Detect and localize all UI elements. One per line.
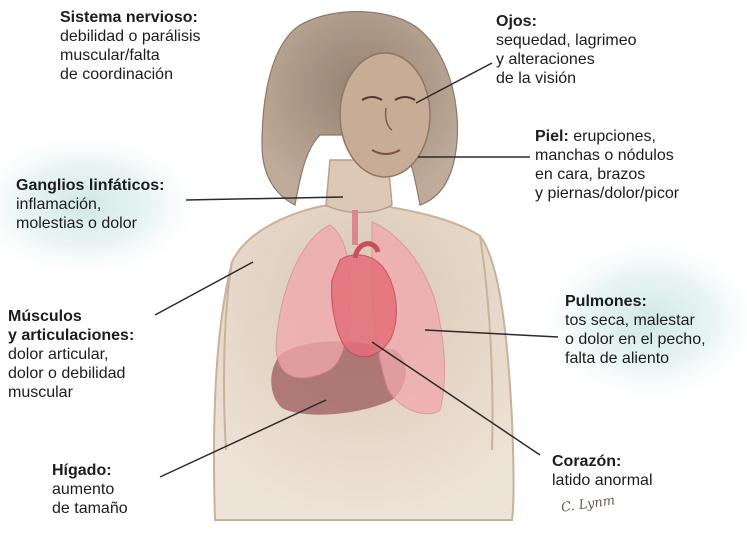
label-line: y piernas/dolor/picor	[535, 185, 680, 202]
label-heart: Corazón: latido anormal	[552, 452, 653, 490]
label-line: aumento	[52, 481, 115, 498]
label-line: de la visión	[496, 70, 577, 87]
leader-line-lymph	[185, 196, 344, 201]
label-lungs: Pulmones: tos seca, malestar o dolor en …	[565, 292, 706, 368]
label-line: o dolor en el pecho,	[565, 331, 706, 348]
label-line: y alteraciones	[496, 51, 595, 68]
label-line: dolor o debilidad	[8, 365, 126, 382]
label-line: inflamación,	[16, 196, 102, 213]
label-line: muscular/falta	[60, 47, 160, 64]
label-muscles-joints: Músculos y articulaciones: dolor articul…	[8, 307, 134, 402]
label-line: debilidad o parálisis	[60, 28, 201, 45]
leader-line-liver	[159, 399, 327, 478]
label-line: muscular	[8, 384, 73, 401]
label-title: Músculos	[8, 308, 82, 325]
left-arm-contour	[223, 261, 233, 451]
label-line: sequedad, lagrimeo	[496, 32, 637, 49]
label-line: molestias o dolor	[16, 215, 137, 232]
label-lymph-nodes: Ganglios linfáticos: inflamación, molest…	[16, 176, 164, 233]
label-line: dolor articular,	[8, 346, 109, 363]
nose	[384, 107, 393, 131]
label-line: erupciones,	[568, 128, 656, 145]
label-title: Piel:	[535, 128, 569, 145]
lungs-glow	[535, 235, 747, 405]
label-liver: Hígado: aumento de tamaño	[52, 461, 128, 518]
label-skin: Piel: erupciones, manchas o nódulos en c…	[535, 127, 679, 203]
label-title: Hígado:	[52, 462, 112, 479]
label-line: de tamaño	[52, 500, 128, 517]
label-line: latido anormal	[552, 472, 653, 489]
label-title: Ojos:	[496, 13, 537, 30]
label-title: Ganglios linfáticos:	[16, 177, 165, 194]
label-line: en cara, brazos	[535, 166, 646, 183]
label-title: y articulaciones:	[8, 327, 135, 344]
heart-organ	[330, 254, 397, 358]
label-eyes: Ojos: sequedad, lagrimeo y alteraciones …	[496, 12, 637, 88]
label-title: Pulmones:	[565, 293, 647, 310]
label-title: Sistema nervioso:	[60, 9, 198, 26]
leader-line-heart	[371, 341, 541, 456]
leader-line-lungs	[424, 329, 559, 338]
eye	[361, 96, 383, 101]
label-line: tos seca, malestar	[565, 312, 695, 329]
label-line: de coordinación	[60, 66, 173, 83]
mouth	[371, 149, 401, 155]
label-nervous-system: Sistema nervioso: debilidad o parálisis …	[60, 8, 201, 84]
leader-line-eyes	[415, 62, 493, 104]
leader-line-muscles	[154, 261, 254, 316]
label-line: manchas o nódulos	[535, 147, 674, 164]
eye	[394, 96, 416, 101]
label-line: falta de aliento	[565, 350, 670, 367]
label-title: Corazón:	[552, 453, 622, 470]
lymph-glow	[0, 130, 205, 280]
aorta	[352, 241, 381, 259]
